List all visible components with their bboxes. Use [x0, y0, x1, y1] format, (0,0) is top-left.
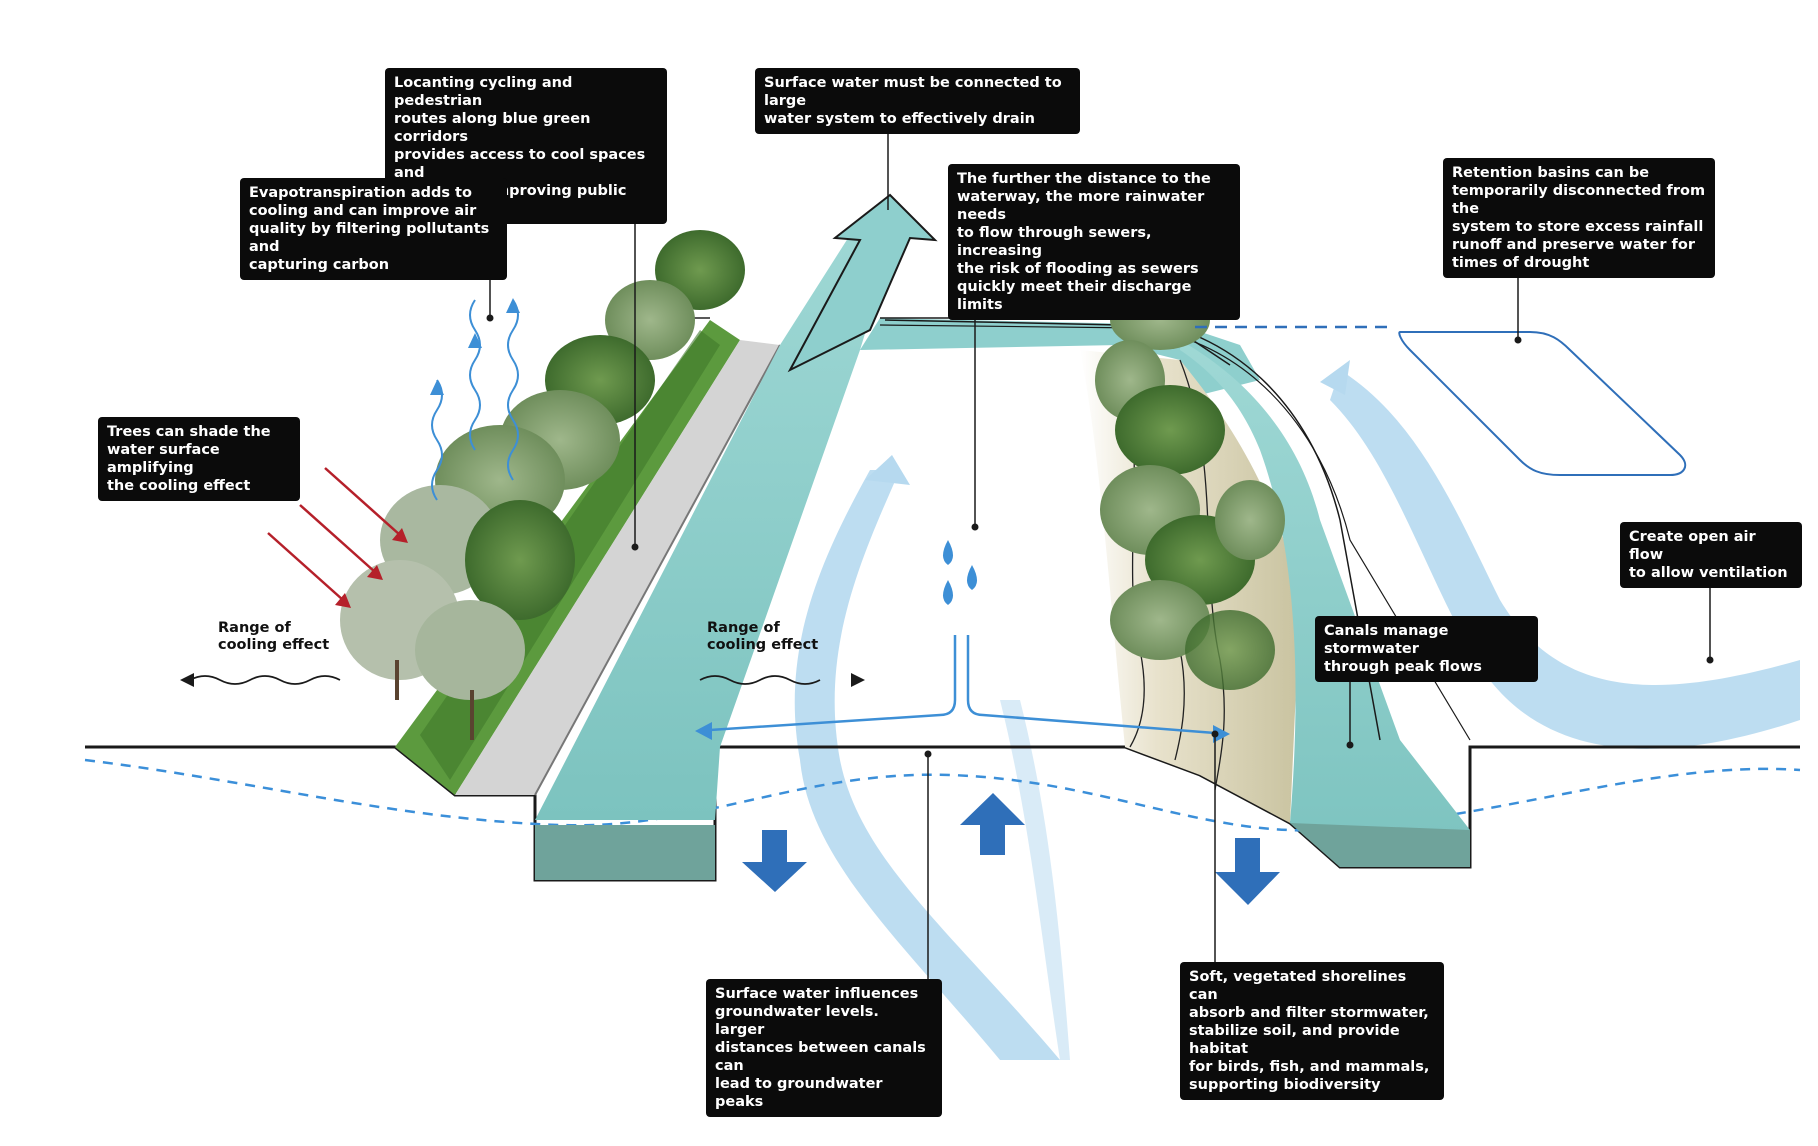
drain-arrow — [787, 193, 938, 373]
range-arrow-left — [180, 673, 341, 687]
callout-distance-waterway: The further the distance to the waterway… — [948, 164, 1240, 320]
down-arrow-icon — [742, 830, 1280, 905]
range-label-left: Range of cooling effect — [218, 620, 330, 653]
up-arrow-icon — [960, 793, 1025, 855]
right-canal-deep — [1290, 823, 1470, 867]
groundwater-line — [84, 758, 1801, 832]
right-canal — [1180, 340, 1470, 867]
range-label-center: Range of cooling effect — [707, 620, 819, 653]
callout-evapotranspiration: Evapotranspiration adds to cooling and c… — [240, 178, 507, 280]
retention-basin — [1398, 331, 1687, 476]
path-edge — [534, 344, 781, 796]
callout-soft-shorelines: Soft, vegetated shorelines can absorb an… — [1180, 962, 1444, 1100]
leader-dots — [486, 314, 1714, 758]
callout-trees-shade: Trees can shade the water surface amplif… — [98, 417, 300, 501]
air-flow-left-head — [865, 455, 910, 485]
sun-ray-arrows — [267, 467, 408, 608]
air-flow-center — [1000, 700, 1070, 1060]
left-canal-deep — [535, 825, 715, 880]
callout-canals-stormwater: Canals manage stormwater through peak fl… — [1315, 616, 1538, 682]
callout-surface-water-connected: Surface water must be connected to large… — [755, 68, 1080, 134]
air-flow-right-head — [1320, 360, 1350, 395]
range-arrow-center — [699, 673, 865, 687]
callout-retention-basins: Retention basins can be temporarily disc… — [1443, 158, 1715, 278]
runoff-arrows — [695, 635, 1230, 743]
water-drop-icon — [943, 540, 977, 605]
left-bank-trees — [340, 230, 745, 740]
air-flow-right — [1330, 370, 1800, 749]
left-canal — [535, 215, 930, 820]
cycling-path — [455, 340, 780, 795]
callout-groundwater: Surface water influences groundwater lev… — [706, 979, 942, 1117]
vapor-arrows — [430, 298, 520, 501]
callout-open-air-flow: Create open air flow to allow ventilatio… — [1620, 522, 1802, 588]
ground-line — [85, 745, 1800, 882]
